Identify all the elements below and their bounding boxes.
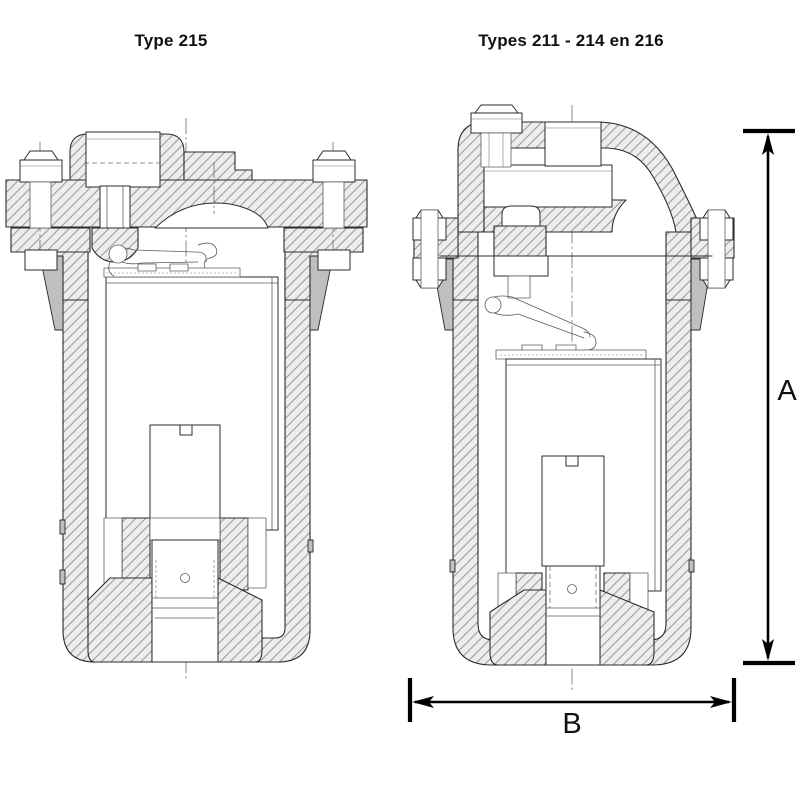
float-lever-linkage-left xyxy=(108,242,218,277)
bottom-seat-block-left xyxy=(87,577,153,663)
lever-link-down-left xyxy=(108,261,115,277)
flange-lower-lip-left xyxy=(10,227,91,253)
bolt-nut-chamfer-left xyxy=(23,150,59,161)
side-bolt-right-right-figure xyxy=(690,209,735,289)
lever-arm-right xyxy=(486,295,591,338)
float-lever-linkage-right xyxy=(484,295,597,359)
bolt-nut-chamfer-right xyxy=(316,150,352,161)
wall-boss-right-right xyxy=(688,559,695,573)
figure-left-type-215 xyxy=(5,118,368,680)
side-bolt-left-right-figure xyxy=(412,209,459,289)
dimension-b-label: B xyxy=(562,708,581,740)
crown-vent-bore-right xyxy=(544,121,602,167)
dimension-a-arrow-bottom xyxy=(762,639,774,661)
bolt-shank-right xyxy=(322,181,345,229)
flange-bolt-left xyxy=(19,142,63,271)
wall-boss-lower-left xyxy=(59,569,66,585)
seat-stem-right xyxy=(507,275,531,299)
dimension-b-arrow-right xyxy=(710,696,732,708)
lever-pad-a-left xyxy=(137,263,157,272)
crown-bolt-nut-right xyxy=(470,112,523,134)
vent-chamber-left xyxy=(85,131,161,188)
dimension-b: B xyxy=(407,678,737,740)
guide-stem-right xyxy=(541,455,605,567)
seat-boss-cap-right xyxy=(501,205,541,227)
dimension-a-label: A xyxy=(777,375,797,407)
dimension-a-arrow-top xyxy=(762,133,774,155)
wall-boss-right-left xyxy=(449,559,456,573)
figure-right-types-211-214-216 xyxy=(412,104,735,690)
bottom-seat-block-right xyxy=(217,577,263,663)
seat-boss-right xyxy=(493,225,547,257)
lever-hook-left xyxy=(197,242,218,269)
bottom-ring-shelf-left xyxy=(149,517,221,541)
dome-cavity-right xyxy=(483,164,613,208)
lever-pad-b-left xyxy=(169,263,189,272)
drain-stem-right xyxy=(545,565,601,666)
dimension-a: A xyxy=(743,128,797,666)
guide-stem-notch-left xyxy=(179,424,193,436)
figure-title-left: Type 215 xyxy=(134,31,207,50)
seat-nut-right xyxy=(493,255,549,277)
bolt-lower-nut-left xyxy=(24,249,58,271)
drain-port-hole-right xyxy=(567,584,577,594)
figure-title-right: Types 211 - 214 en 216 xyxy=(478,31,664,50)
baffle-dome-left xyxy=(154,202,269,229)
drain-port-hole-left xyxy=(180,573,190,583)
wall-boss-right xyxy=(307,539,314,553)
lever-arm-lower-right xyxy=(486,309,585,339)
crown-bolt-right xyxy=(470,104,523,168)
drain-stem-left xyxy=(151,539,219,663)
flange-lower-lip-right xyxy=(283,227,364,253)
bolt-nut-right xyxy=(312,159,356,183)
bolt-lower-nut-right xyxy=(317,249,351,271)
bolt-shank-left xyxy=(29,181,52,229)
bottom-seat-block-right-left xyxy=(489,589,547,666)
crown-bolt-shank-right xyxy=(480,132,512,168)
bottom-seat-block-right-right xyxy=(599,589,655,666)
side-bolt-shank-right xyxy=(707,209,726,289)
lever-pivot-right xyxy=(484,296,502,314)
crown-bolt-nut-chamfer-right xyxy=(474,104,519,114)
float-cap-plate-right xyxy=(495,349,647,360)
flange-bolt-right xyxy=(312,142,356,271)
lever-pivot-left xyxy=(108,244,128,264)
dimension-b-arrow-left xyxy=(412,696,434,708)
top-boss-right-wing xyxy=(183,151,253,181)
guide-stem-notch-right xyxy=(565,455,579,467)
bottom-support-ring-right xyxy=(219,517,249,591)
side-bolt-shank-left xyxy=(420,209,439,289)
support-shelf-outer-right xyxy=(247,517,267,589)
bolt-nut-left xyxy=(19,159,63,183)
wall-boss-upper-left xyxy=(59,519,66,535)
